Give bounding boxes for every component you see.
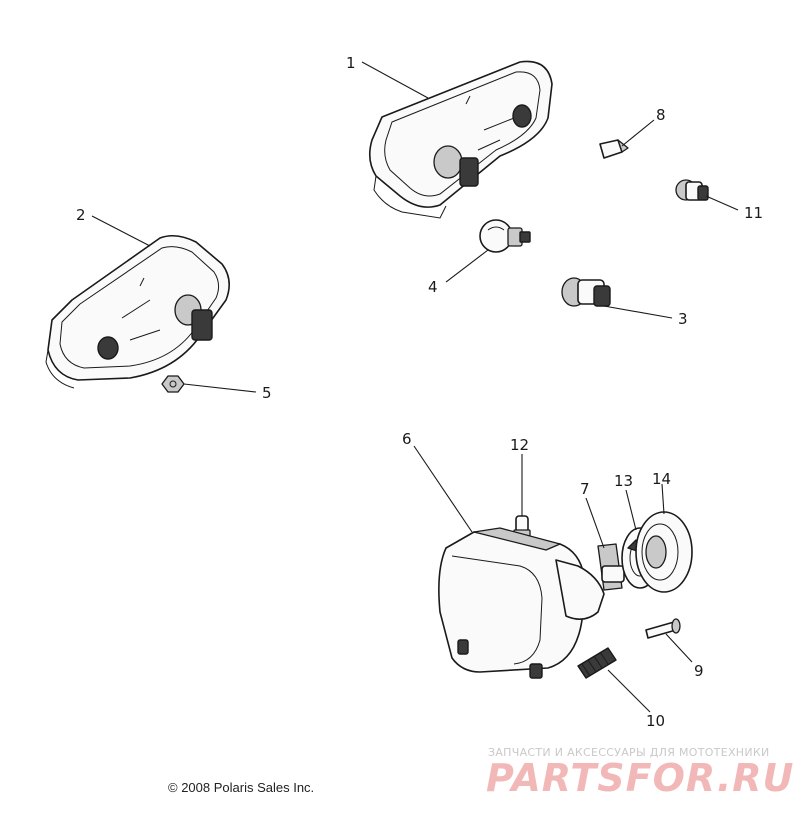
nut-5: [161, 375, 185, 393]
dust-cover-14: [635, 511, 693, 593]
pin-9: [645, 618, 681, 639]
bulb-socket-3: [561, 277, 611, 307]
taillight-right: [368, 60, 553, 219]
halogen-bulb-7: [597, 543, 625, 591]
callout-7: 7: [580, 480, 590, 498]
callout-6: 6: [402, 430, 412, 448]
socket-11: [675, 179, 709, 201]
callout-5: 5: [262, 384, 272, 402]
copyright-notice: © 2008 Polaris Sales Inc.: [168, 780, 315, 795]
watermark-subtitle: ЗАПЧАСТИ И АКСЕССУАРЫ ДЛЯ МОТОТЕХНИКИ: [488, 746, 770, 759]
spring-10: [577, 647, 617, 679]
callout-11: 11: [744, 204, 763, 222]
callout-8: 8: [656, 106, 666, 124]
callout-2: 2: [76, 206, 86, 224]
headlight-assembly-6: [438, 527, 605, 679]
callout-14: 14: [652, 470, 671, 488]
bulb-4: [479, 219, 531, 253]
callout-1: 1: [346, 54, 356, 72]
callout-9: 9: [694, 662, 704, 680]
callout-12: 12: [510, 436, 529, 454]
callout-3: 3: [678, 310, 688, 328]
callout-13: 13: [614, 472, 633, 490]
leader-lines: [91, 61, 739, 713]
callout-4: 4: [428, 278, 438, 296]
callout-10: 10: [646, 712, 665, 730]
taillight-left: [45, 234, 230, 389]
watermark-logo: PARTSFOR.RU: [486, 756, 795, 800]
wedge-bulb-8: [599, 139, 629, 159]
callout-labels: 1 2 3 4 5 6 7 8 9 10 11 12 13 14: [76, 54, 763, 730]
